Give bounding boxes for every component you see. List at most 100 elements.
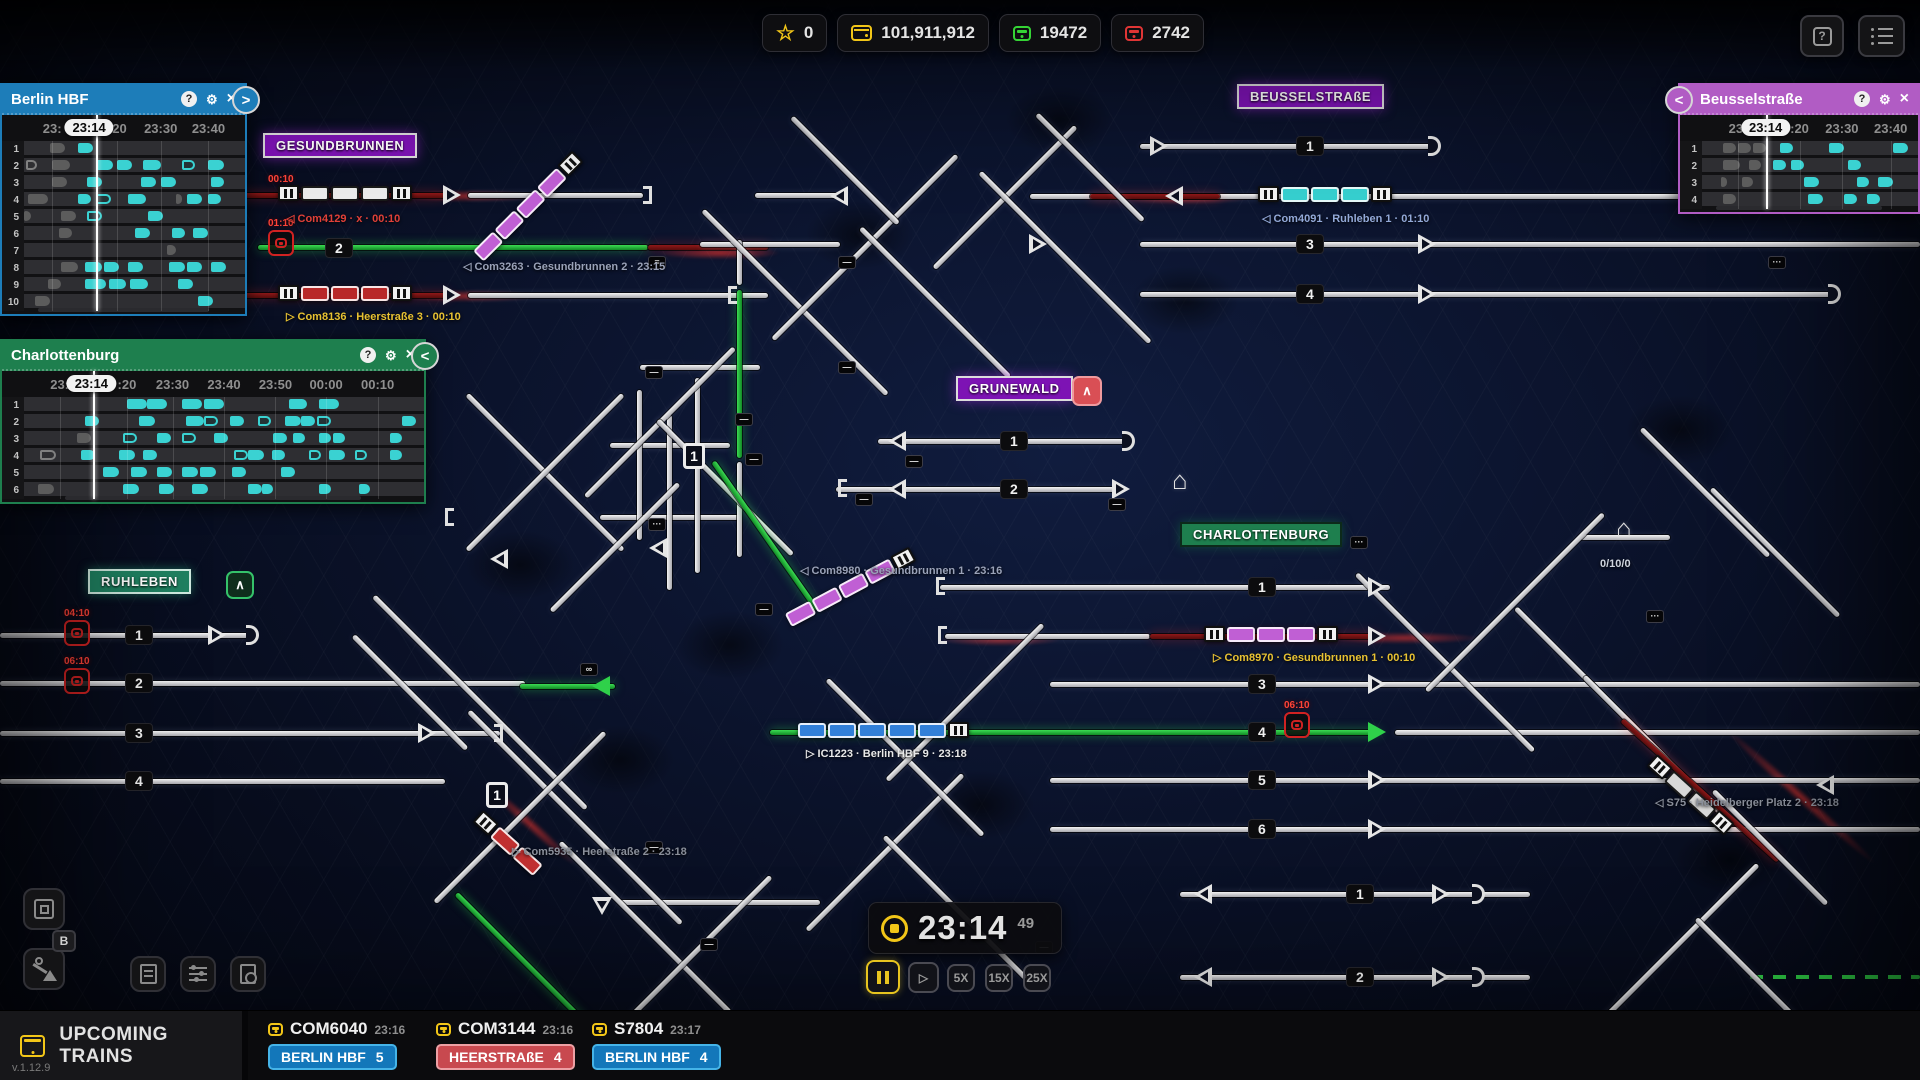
- schedule-block[interactable]: [273, 433, 288, 443]
- schedule-block[interactable]: [134, 228, 150, 238]
- schedule-block[interactable]: [1742, 177, 1753, 187]
- train-label[interactable]: ▷ Com8136 · Heerstraße 3 · 00:10: [286, 311, 461, 323]
- track-segment[interactable]: [755, 193, 845, 198]
- train[interactable]: [278, 185, 412, 201]
- track-segment[interactable]: [468, 293, 768, 298]
- panel-scrollbar[interactable]: [65, 496, 361, 500]
- track-segment[interactable]: [1050, 827, 1920, 832]
- train-label[interactable]: 0/10/0: [1600, 558, 1631, 570]
- track-marker[interactable]: —: [855, 493, 873, 506]
- track-segment-diagonal[interactable]: [1600, 862, 1760, 1023]
- track-marker[interactable]: —: [700, 938, 718, 951]
- schedule-block[interactable]: [328, 450, 345, 460]
- row-lane[interactable]: [24, 158, 245, 175]
- pause-button[interactable]: [866, 960, 900, 994]
- schedule-block[interactable]: [293, 433, 306, 443]
- row-lane[interactable]: [1702, 158, 1918, 175]
- train-wait-badge[interactable]: [64, 668, 90, 694]
- schedule-block[interactable]: [358, 484, 371, 494]
- schedule-block[interactable]: [182, 467, 199, 477]
- track-segment[interactable]: [1050, 682, 1920, 687]
- track-marker[interactable]: ···: [1350, 536, 1368, 549]
- schedule-block[interactable]: [141, 177, 157, 187]
- schedule-block[interactable]: [285, 416, 302, 426]
- signal[interactable]: [888, 431, 906, 451]
- track-segment[interactable]: [1140, 144, 1430, 149]
- track-segment[interactable]: [945, 634, 1150, 639]
- track-segment-vertical[interactable]: [737, 462, 742, 557]
- schedule-block[interactable]: [208, 194, 222, 204]
- signal[interactable]: [1150, 136, 1168, 156]
- track-marker[interactable]: ∞: [580, 663, 598, 676]
- panel-collapse-button[interactable]: <: [1665, 86, 1693, 114]
- schedule-block[interactable]: [200, 467, 217, 477]
- train-wait-badge[interactable]: [268, 230, 294, 256]
- track-segment[interactable]: [1580, 535, 1670, 540]
- schedule-block[interactable]: [317, 416, 331, 426]
- schedule-block[interactable]: [1752, 143, 1766, 153]
- schedule-block[interactable]: [281, 467, 296, 477]
- schedule-block[interactable]: [1867, 194, 1881, 204]
- schedule-block[interactable]: [119, 450, 135, 460]
- schedule-block[interactable]: [1856, 177, 1870, 187]
- track-segment[interactable]: [1030, 194, 1920, 199]
- track-segment[interactable]: [648, 245, 768, 250]
- track-marker[interactable]: —: [755, 603, 773, 616]
- signal[interactable]: [1368, 819, 1386, 839]
- track-segment-vertical[interactable]: [667, 415, 672, 590]
- schedule-block[interactable]: [156, 467, 173, 477]
- schedule-block[interactable]: [193, 228, 209, 238]
- schedule-block[interactable]: [84, 262, 103, 272]
- panel-collapse-button[interactable]: >: [232, 86, 260, 114]
- schedule-block[interactable]: [108, 279, 126, 289]
- track-marker[interactable]: ≡: [648, 256, 666, 269]
- schedule-block[interactable]: [247, 484, 262, 494]
- block-signal-box[interactable]: 1: [683, 443, 705, 469]
- schedule-block[interactable]: [319, 399, 339, 409]
- schedule-block[interactable]: [123, 433, 137, 443]
- journal-button[interactable]: [130, 956, 166, 992]
- row-lane[interactable]: [24, 175, 245, 192]
- track-segment[interactable]: [1750, 975, 1920, 979]
- panel-settings-icon[interactable]: ⚙: [385, 347, 397, 363]
- schedule-block[interactable]: [1829, 143, 1845, 153]
- schedule-block[interactable]: [1738, 143, 1751, 153]
- track-segment-vertical[interactable]: [737, 290, 742, 458]
- train-wait-badge[interactable]: [64, 620, 90, 646]
- schedule-block[interactable]: [214, 433, 228, 443]
- signal[interactable]: [1432, 884, 1450, 904]
- schedule-block[interactable]: [123, 484, 139, 494]
- schedule-block[interactable]: [1844, 194, 1857, 204]
- train-label[interactable]: ◁ Com4129 · x · 00:10: [286, 213, 401, 225]
- track-segment-diagonal[interactable]: [1709, 487, 1841, 618]
- track-segment[interactable]: [620, 900, 820, 905]
- train-label[interactable]: ◁ Com3263 · Gesundbrunnen 2 · 23:15: [463, 261, 666, 273]
- track-segment[interactable]: [0, 681, 525, 686]
- signal[interactable]: [443, 185, 461, 205]
- station-label-grunewald[interactable]: GRUNEWALD: [956, 376, 1073, 401]
- schedule-block[interactable]: [301, 416, 316, 426]
- row-lane[interactable]: [1702, 141, 1918, 158]
- signal[interactable]: [1112, 479, 1130, 499]
- track-marker[interactable]: —: [1108, 498, 1126, 511]
- station-label-gesundbrunnen[interactable]: GESUNDBRUNNEN: [263, 133, 418, 158]
- signal[interactable]: [1418, 284, 1436, 304]
- schedule-block[interactable]: [233, 450, 248, 460]
- schedule-block[interactable]: [1721, 177, 1728, 187]
- track-segment[interactable]: [770, 730, 1380, 735]
- panel-settings-icon[interactable]: ⚙: [1879, 91, 1891, 107]
- row-lane[interactable]: [24, 431, 424, 448]
- schedule-block[interactable]: [47, 279, 61, 289]
- schedule-block[interactable]: [77, 433, 92, 443]
- schedule-block[interactable]: [28, 194, 48, 204]
- schedule-block[interactable]: [390, 450, 403, 460]
- schedule-block[interactable]: [271, 450, 286, 460]
- schedule-block[interactable]: [319, 484, 331, 494]
- track-marker[interactable]: —: [645, 841, 663, 854]
- late-trains-counter[interactable]: 2742: [1111, 14, 1205, 52]
- track-segment[interactable]: [640, 365, 760, 370]
- station-label-beusselstrae[interactable]: BEUSSELSTRAßE: [1237, 84, 1385, 109]
- schedule-block[interactable]: [210, 262, 226, 272]
